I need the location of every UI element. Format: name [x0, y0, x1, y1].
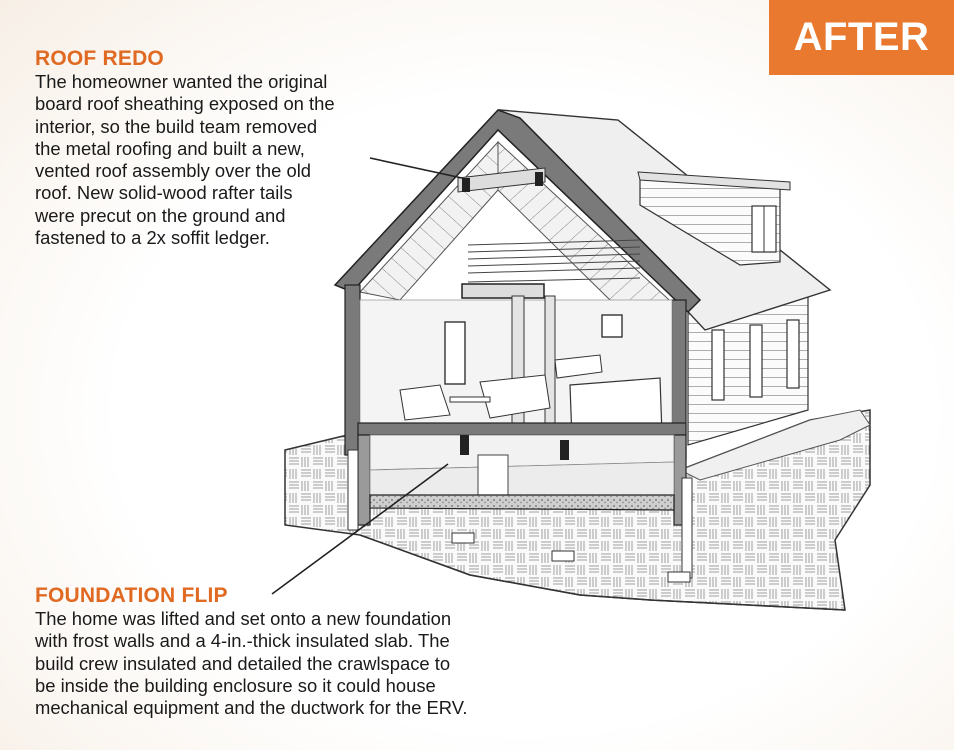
- after-badge: AFTER: [769, 0, 954, 75]
- foundation-leader-line: [271, 463, 449, 595]
- roof-leader-line: [369, 157, 463, 179]
- ground-block: [284, 409, 871, 611]
- roof-redo-heading: ROOF REDO: [35, 47, 164, 70]
- gable-section: [333, 109, 702, 461]
- foundation-flip-callout: FOUNDATION FLIP The home was lifted and …: [35, 584, 575, 719]
- after-badge-label: AFTER: [793, 15, 930, 59]
- foundation-flip-body: The home was lifted and set onto a new f…: [35, 608, 468, 719]
- foundation-flip-heading: FOUNDATION FLIP: [35, 584, 228, 607]
- roof: [498, 109, 832, 331]
- foundation-section: [347, 434, 693, 583]
- roof-redo-callout: ROOF REDO The homeowner wanted the origi…: [35, 47, 415, 249]
- roof-redo-body: The homeowner wanted the original board …: [35, 71, 335, 249]
